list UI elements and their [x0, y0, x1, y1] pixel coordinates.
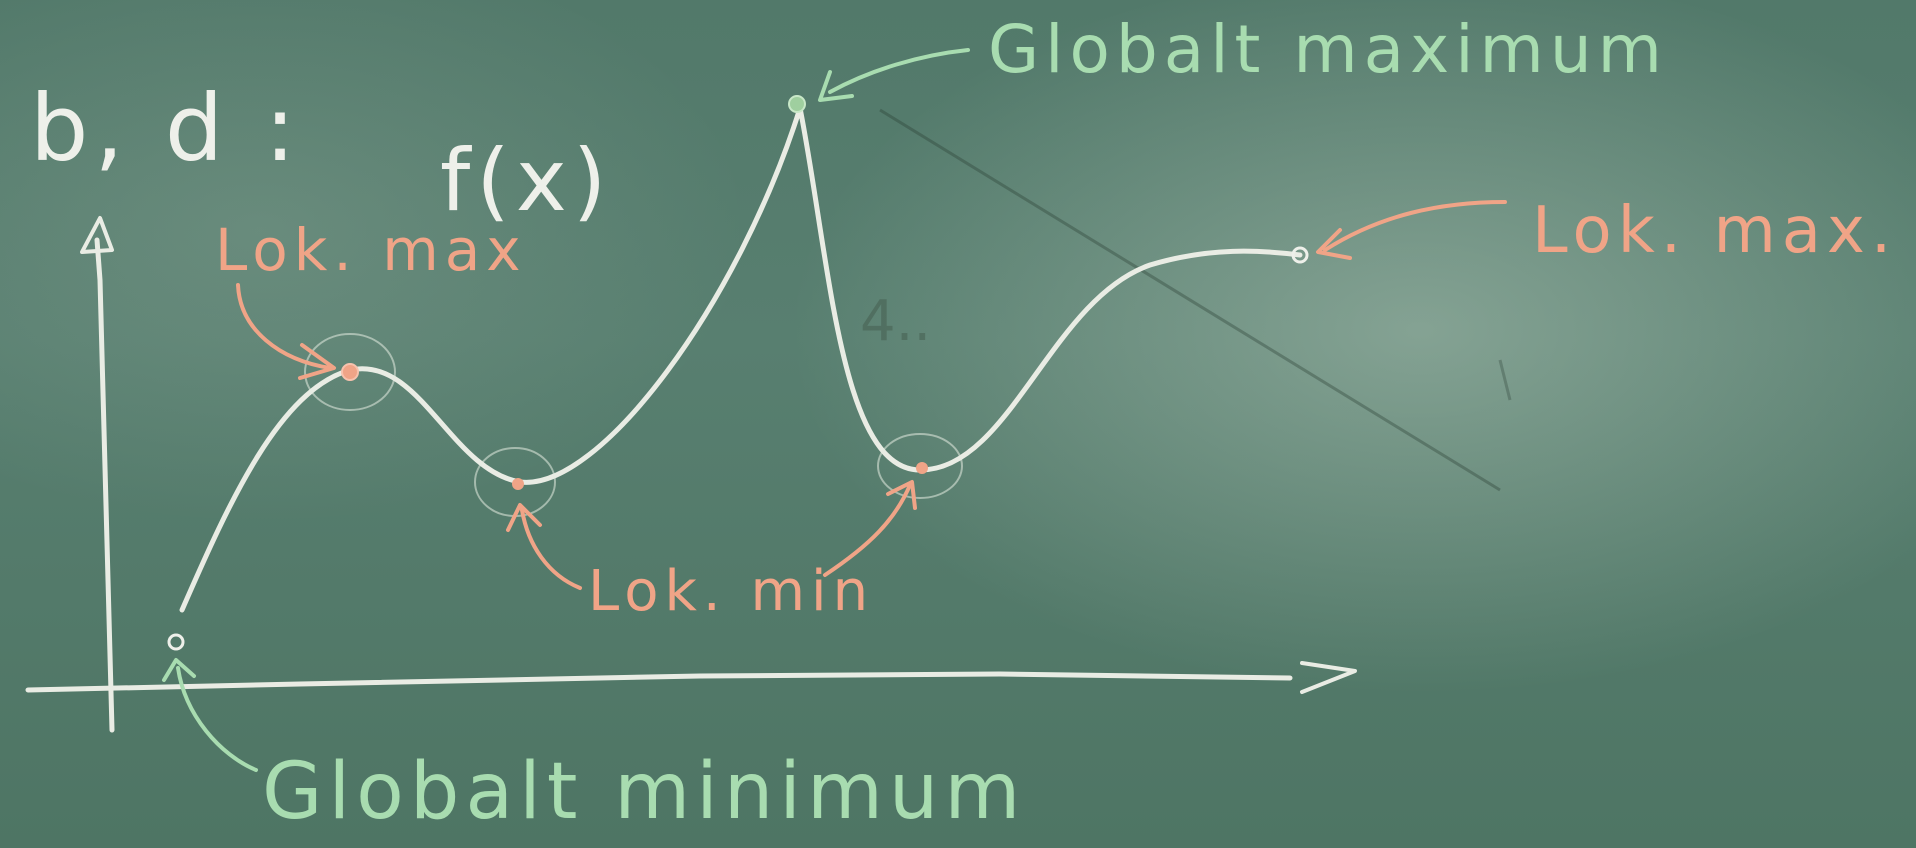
y-axis-arrowhead [80, 216, 114, 254]
x-axis [25, 671, 1293, 693]
arrow-to-local-max-left-head [298, 343, 336, 380]
arrow-to-local-min-left-head [506, 503, 542, 532]
arrow-to-local-max-right-head [1316, 228, 1352, 260]
y-axis [94, 237, 115, 733]
arrow-to-local-max-right [1323, 200, 1507, 252]
arrow-to-local-min-right [823, 483, 912, 577]
heading-text: b, d : [30, 75, 302, 182]
global-max-label: Globalt maximum [988, 11, 1668, 88]
erased-diagonal-line [879, 108, 1501, 492]
arrow-to-global-max [828, 48, 970, 94]
local-min-right-point [916, 462, 928, 474]
function-curve [179, 105, 1303, 613]
x-axis-arrowhead [1300, 661, 1357, 694]
arrow-to-local-min-right-head [886, 480, 917, 510]
arrow-to-global-min [176, 666, 258, 772]
local-max-left-ring [304, 333, 396, 411]
local-min-left-point [512, 478, 524, 490]
arrow-to-global-min-head [162, 658, 196, 682]
arrow-to-local-min-left [520, 508, 582, 590]
local-max-left-point [341, 363, 359, 381]
erased-diagonal-line-2 [1498, 359, 1512, 401]
local-min-label: Lok. min [588, 559, 874, 624]
local-max-right-point [1291, 246, 1309, 264]
global-min-label: Globalt minimum [262, 747, 1026, 837]
arrow-to-local-max-left [236, 283, 332, 370]
global-max-point [788, 95, 806, 113]
arrow-to-global-max-head [818, 70, 854, 102]
function-label: f(x) [440, 131, 612, 231]
local-max-left-label: Lok. max [215, 216, 527, 284]
local-max-right-label: Lok. max. [1532, 194, 1897, 268]
local-min-right-ring [877, 433, 963, 499]
global-min-point [167, 633, 185, 651]
faint-text: 4.. [860, 289, 931, 354]
